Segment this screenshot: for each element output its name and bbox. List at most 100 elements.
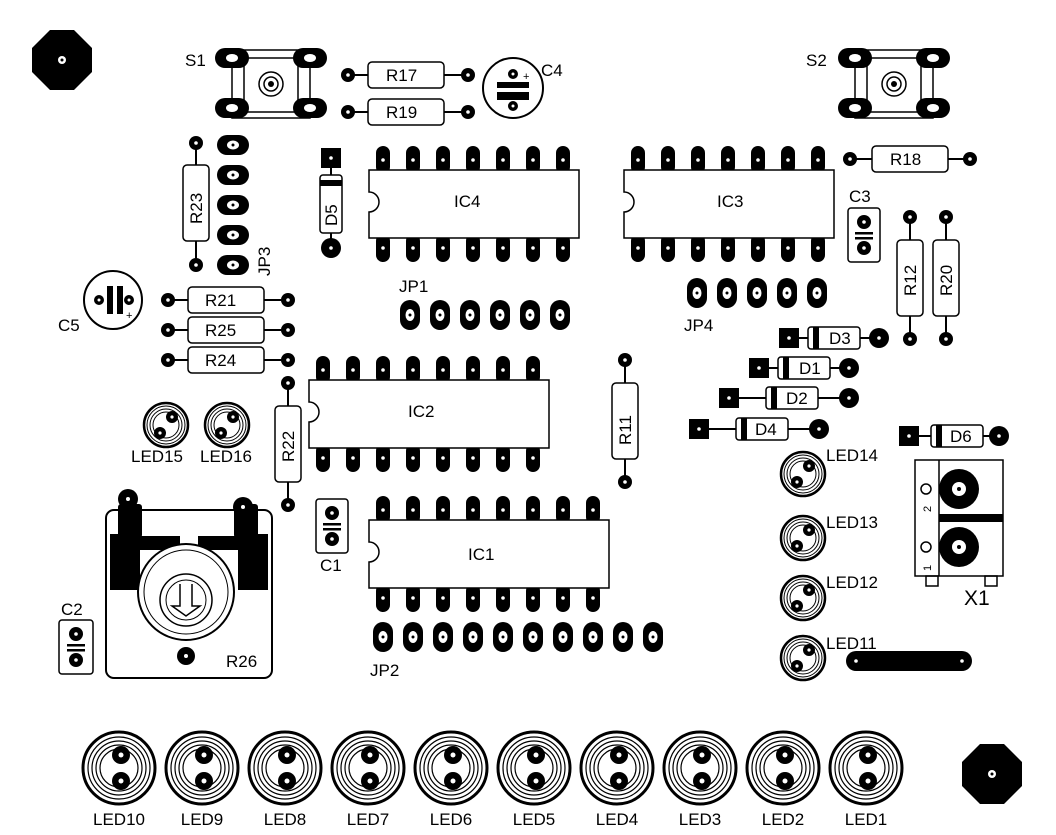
r23-label: R23: [187, 193, 206, 224]
ic4-label: IC4: [454, 192, 480, 211]
c4-plus-mark: +: [523, 71, 529, 83]
r19-label: R19: [386, 103, 417, 122]
capacitor-c4: + C4: [482, 57, 563, 119]
diode-d3: D3: [779, 326, 889, 350]
capacitor-c5: + C5: [58, 270, 143, 335]
led-led1: LED1: [828, 730, 904, 829]
c3-label: C3: [849, 187, 871, 206]
r17-label: R17: [386, 66, 417, 85]
capacitor-c3: C3: [847, 187, 881, 263]
mounting-hole-bottom-right: [962, 744, 1022, 804]
s2-label: S2: [806, 51, 827, 70]
switch-s1: S1: [185, 48, 327, 119]
r12-label: R12: [901, 265, 920, 296]
led-label: LED9: [181, 810, 224, 829]
led-label: LED5: [513, 810, 556, 829]
resistor-r19: R19: [341, 98, 475, 126]
d1-label: D1: [799, 359, 821, 378]
led-led10: LED10: [81, 730, 157, 829]
led15: LED15: [131, 401, 190, 466]
ic2-label: IC2: [408, 402, 434, 421]
capacitor-c1: C1: [315, 498, 349, 575]
led13-label: LED13: [826, 513, 878, 532]
diode-d5: D5: [319, 148, 343, 258]
led-led6: LED6: [413, 730, 489, 829]
resistor-r22: R22: [274, 376, 302, 512]
header-jp3: JP3: [217, 135, 274, 276]
led15-label: LED15: [131, 447, 183, 466]
c2-label: C2: [61, 600, 83, 619]
led-label: LED10: [93, 810, 145, 829]
led14: LED14: [779, 446, 878, 498]
led-led7: LED7: [330, 730, 406, 829]
led-led3: LED3: [662, 730, 738, 829]
ic4-dip14: IC4: [368, 146, 580, 262]
ic3-dip14: IC3: [623, 146, 835, 262]
jp1-label: JP1: [399, 277, 428, 296]
ic1-label: IC1: [468, 545, 494, 564]
resistor-r25: R25: [161, 316, 295, 344]
led-label: LED6: [430, 810, 473, 829]
led-label: LED8: [264, 810, 307, 829]
ic1-dip16: IC1: [368, 496, 610, 612]
r18-label: R18: [890, 150, 921, 169]
ic3-label: IC3: [717, 192, 743, 211]
resistor-r17: R17: [341, 61, 475, 89]
led-label: LED3: [679, 810, 722, 829]
led11: LED11: [779, 634, 877, 682]
jp3-label: JP3: [255, 247, 274, 276]
led16-label: LED16: [200, 447, 252, 466]
capacitor-c2: C2: [58, 600, 94, 675]
r22-label: R22: [279, 431, 298, 462]
r24-label: R24: [205, 351, 236, 370]
s1-label: S1: [185, 51, 206, 70]
x1-pin2-label: 2: [922, 506, 934, 512]
diode-d1: D1: [749, 356, 859, 380]
r26-label: R26: [226, 652, 257, 671]
resistor-r12: R12: [896, 210, 924, 346]
led-led5: LED5: [496, 730, 572, 829]
led14-label: LED14: [826, 446, 878, 465]
d2-label: D2: [786, 389, 808, 408]
switch-s2: S2: [806, 48, 950, 119]
r25-label: R25: [205, 321, 236, 340]
d3-label: D3: [829, 329, 851, 348]
led16: LED16: [200, 401, 252, 466]
led-label: LED7: [347, 810, 390, 829]
mounting-hole-top-left: [32, 30, 92, 90]
jp4-label: JP4: [684, 316, 713, 335]
r21-label: R21: [205, 291, 236, 310]
potentiometer-r26: R26: [105, 489, 273, 679]
led-label: LED4: [596, 810, 639, 829]
resistor-r23: R23: [182, 136, 210, 272]
diode-d6: D6: [899, 424, 1009, 448]
bottom-led-row: LED10 LED9 LED8 LED7 LED6 LED5 LED4 LED3 LED2 LED…: [81, 730, 904, 829]
wire-jumper: [846, 651, 972, 671]
resistor-r11: R11: [611, 353, 639, 489]
c5-label: C5: [58, 316, 80, 335]
c1-label: C1: [320, 556, 342, 575]
resistor-r24: R24: [161, 346, 295, 374]
x1-pin1-label: 1: [922, 565, 934, 571]
d4-label: D4: [755, 420, 777, 439]
led11-label: LED11: [826, 634, 877, 653]
led12-label: LED12: [826, 573, 878, 592]
led-led4: LED4: [579, 730, 655, 829]
diode-d4: D4: [689, 417, 829, 441]
led-led9: LED9: [164, 730, 240, 829]
resistor-r20: R20: [932, 210, 960, 346]
led-led8: LED8: [247, 730, 323, 829]
terminal-block-x1: 2 1 X1: [914, 459, 1004, 610]
x1-label: X1: [964, 587, 990, 610]
led-label: LED2: [762, 810, 805, 829]
c4-label: C4: [541, 61, 563, 80]
led-led2: LED2: [745, 730, 821, 829]
header-jp2: JP2: [370, 622, 663, 680]
led12: LED12: [779, 573, 878, 622]
resistor-r18: R18: [843, 145, 977, 173]
d6-label: D6: [950, 427, 972, 446]
r11-label: R11: [616, 415, 635, 445]
d5-label: D5: [322, 204, 341, 226]
ic2-dip16: IC2: [308, 356, 550, 472]
